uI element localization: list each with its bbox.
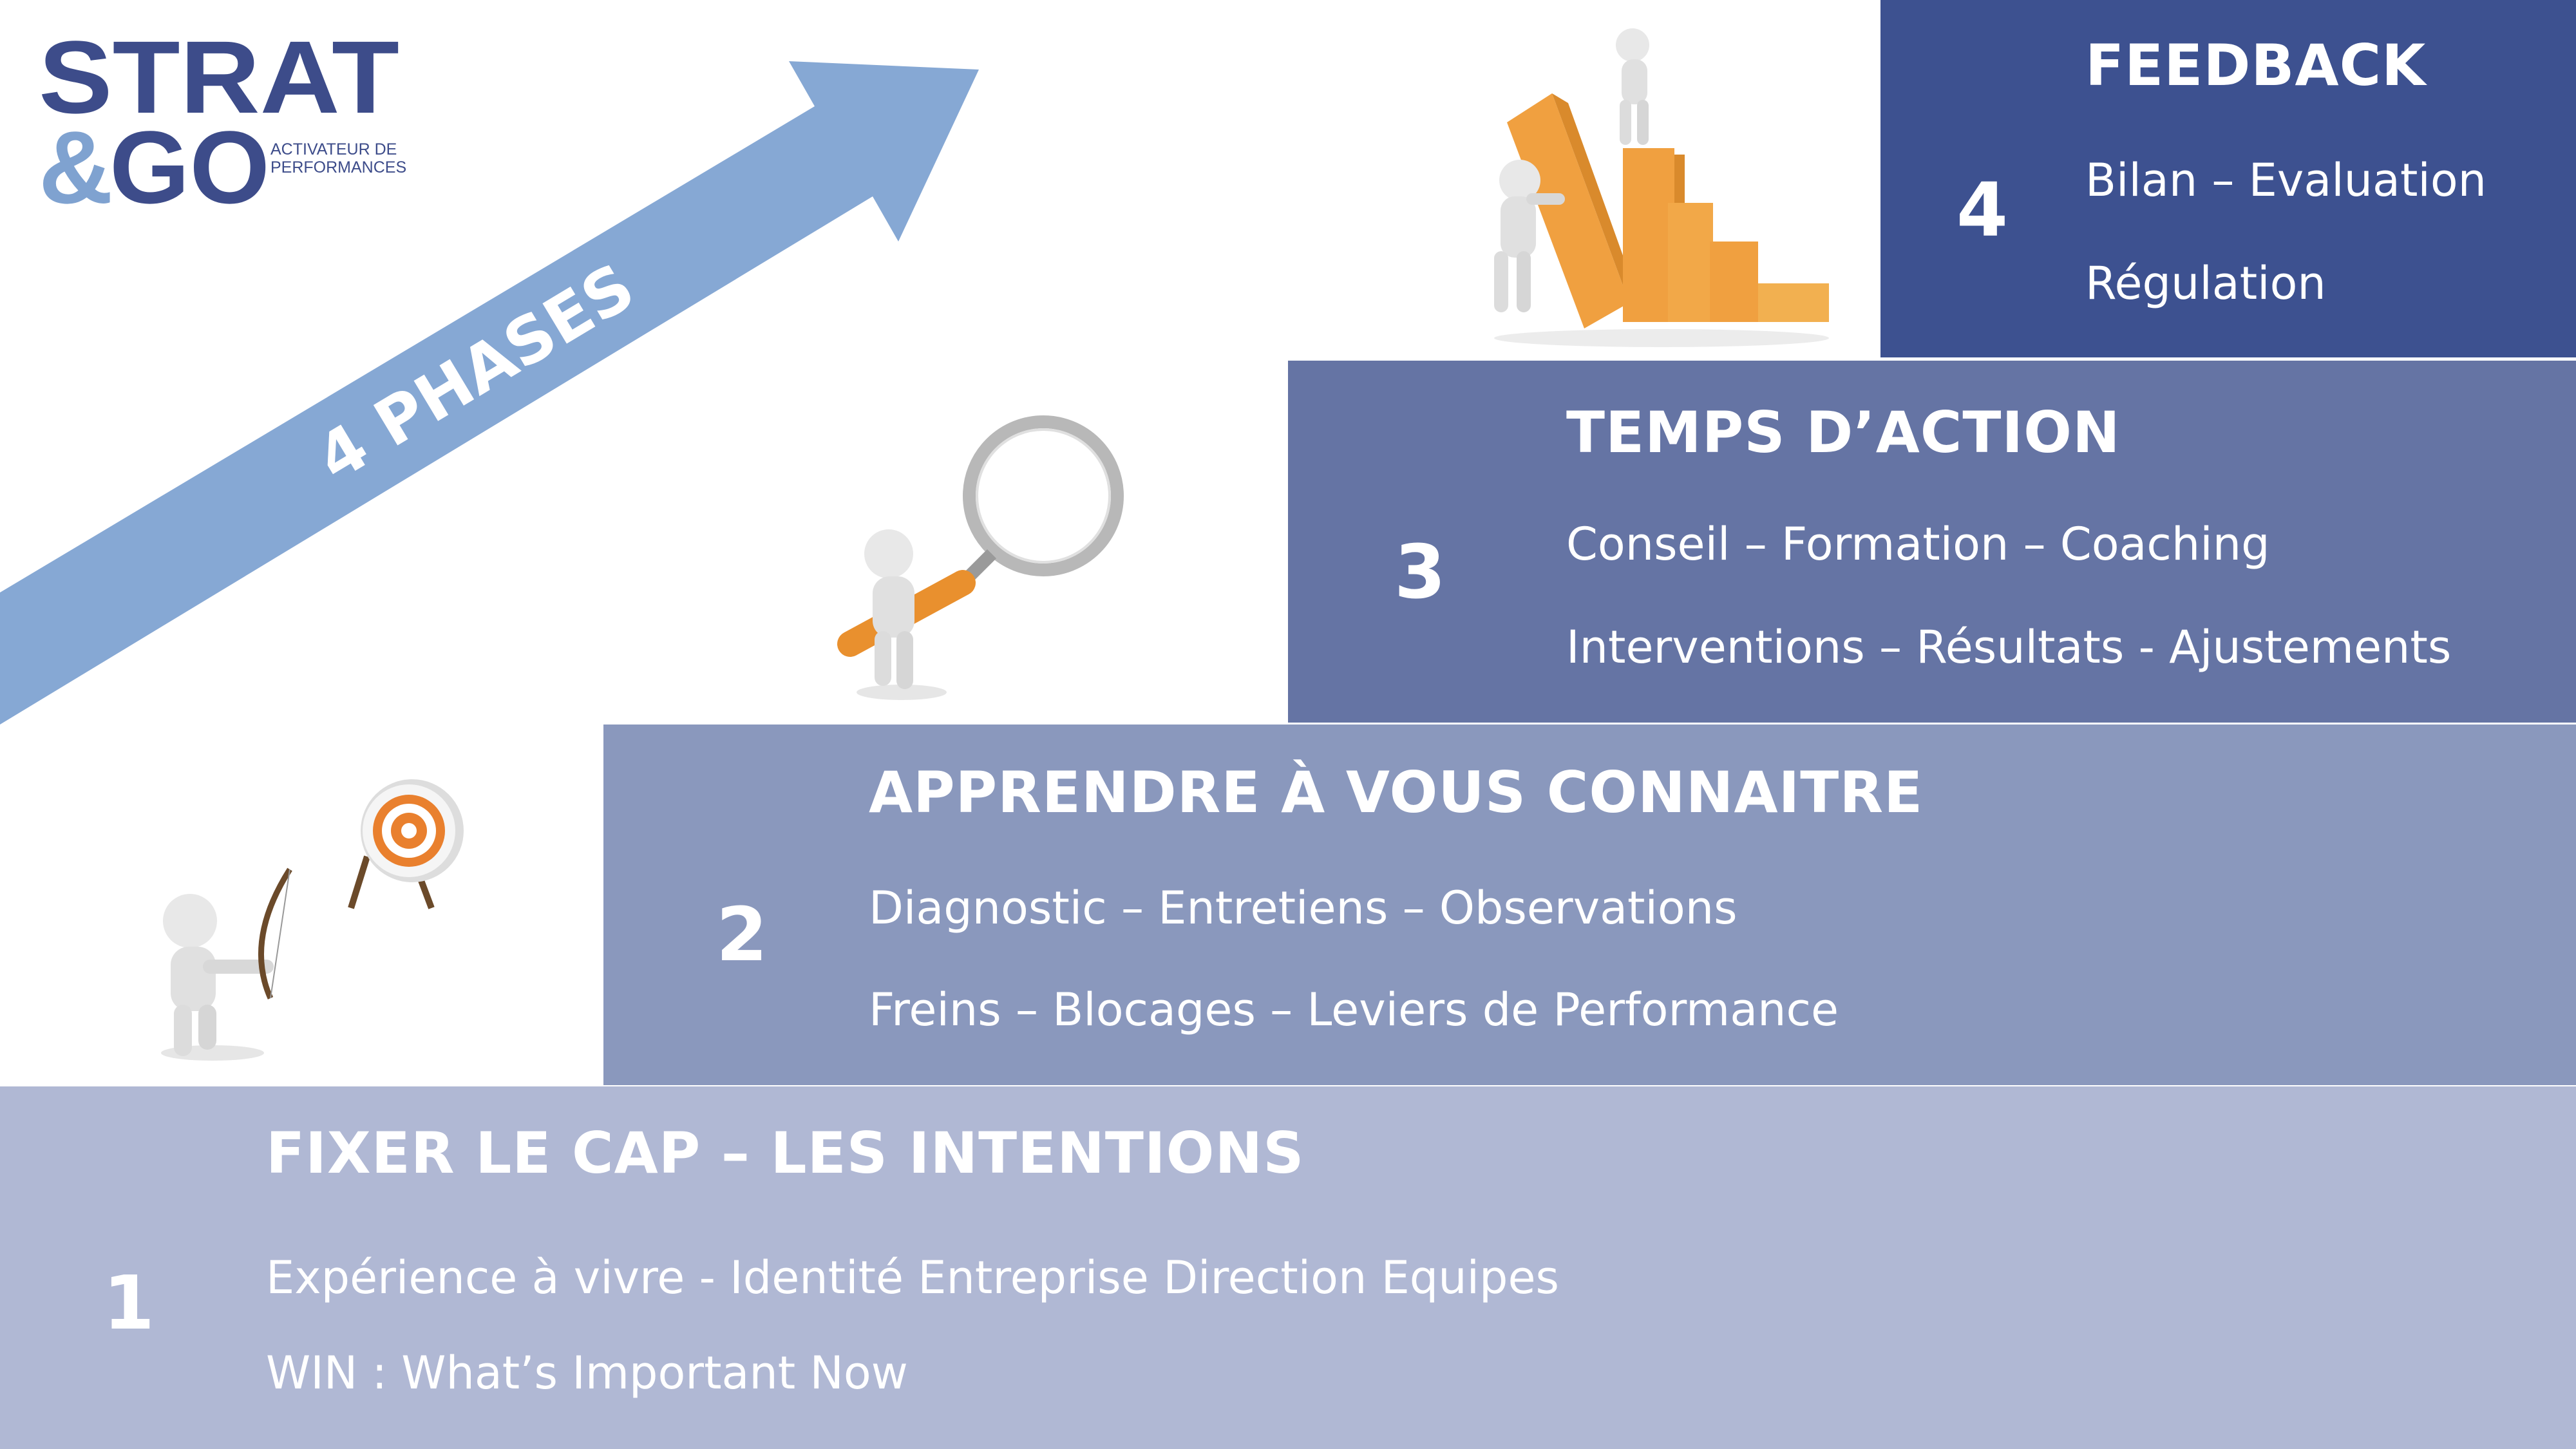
phase-4-line-2: Régulation bbox=[2085, 257, 2326, 310]
magnifying-glass-icon bbox=[837, 415, 1124, 700]
phase-3-block: 3 TEMPS D’ACTION Conseil – Formation – C… bbox=[1288, 361, 2576, 723]
phase-4-title: FEEDBACK bbox=[2085, 32, 2427, 99]
logo-tagline1: ACTIVATEUR DE bbox=[270, 140, 397, 158]
four-phases-arrow: 4 PHASES bbox=[0, 61, 979, 724]
phase-3-line-1: Conseil – Formation – Coaching bbox=[1566, 518, 2270, 571]
phase-2-block: 2 APPRENDRE À VOUS CONNAITRE Diagnostic … bbox=[603, 724, 2576, 1085]
phase-4-line-1: Bilan – Evaluation bbox=[2085, 154, 2487, 207]
logo-ampersand: & bbox=[39, 109, 113, 213]
phase-3-title: TEMPS D’ACTION bbox=[1566, 399, 2121, 466]
logo-line1: STRAT bbox=[39, 26, 399, 135]
phase-3-line-2: Interventions – Résultats - Ajustements bbox=[1566, 621, 2452, 674]
logo-tagline2: PERFORMANCES bbox=[270, 158, 406, 176]
phase-1-line-1: Expérience à vivre - Identité Entreprise… bbox=[266, 1251, 1560, 1304]
arrow-label: 4 PHASES bbox=[304, 249, 647, 496]
archer-target-icon bbox=[161, 779, 464, 1061]
phase-4-number: 4 bbox=[1956, 167, 2009, 254]
phase-1-line-2: WIN : What’s Important Now bbox=[266, 1347, 908, 1399]
phase-1-title: FIXER LE CAP – LES INTENTIONS bbox=[266, 1120, 1305, 1186]
bar-chart-figures-icon bbox=[1494, 28, 1829, 347]
phase-3-number: 3 bbox=[1394, 529, 1446, 616]
phase-4-block: 4 FEEDBACK Bilan – Evaluation Régulation bbox=[1880, 0, 2576, 357]
phase-2-number: 2 bbox=[716, 892, 768, 978]
logo-go: GO bbox=[109, 109, 270, 213]
phase-1-block: 1 FIXER LE CAP – LES INTENTIONS Expérien… bbox=[0, 1086, 2576, 1449]
phase-2-line-1: Diagnostic – Entretiens – Observations bbox=[869, 882, 1738, 934]
strat-and-go-logo: STRAT & GO ACTIVATEUR DE PERFORMANCES bbox=[35, 26, 409, 213]
phase-2-line-2: Freins – Blocages – Leviers de Performan… bbox=[869, 983, 1839, 1036]
phase-2-title: APPRENDRE À VOUS CONNAITRE bbox=[869, 759, 1924, 826]
phase-1-number: 1 bbox=[103, 1260, 155, 1347]
